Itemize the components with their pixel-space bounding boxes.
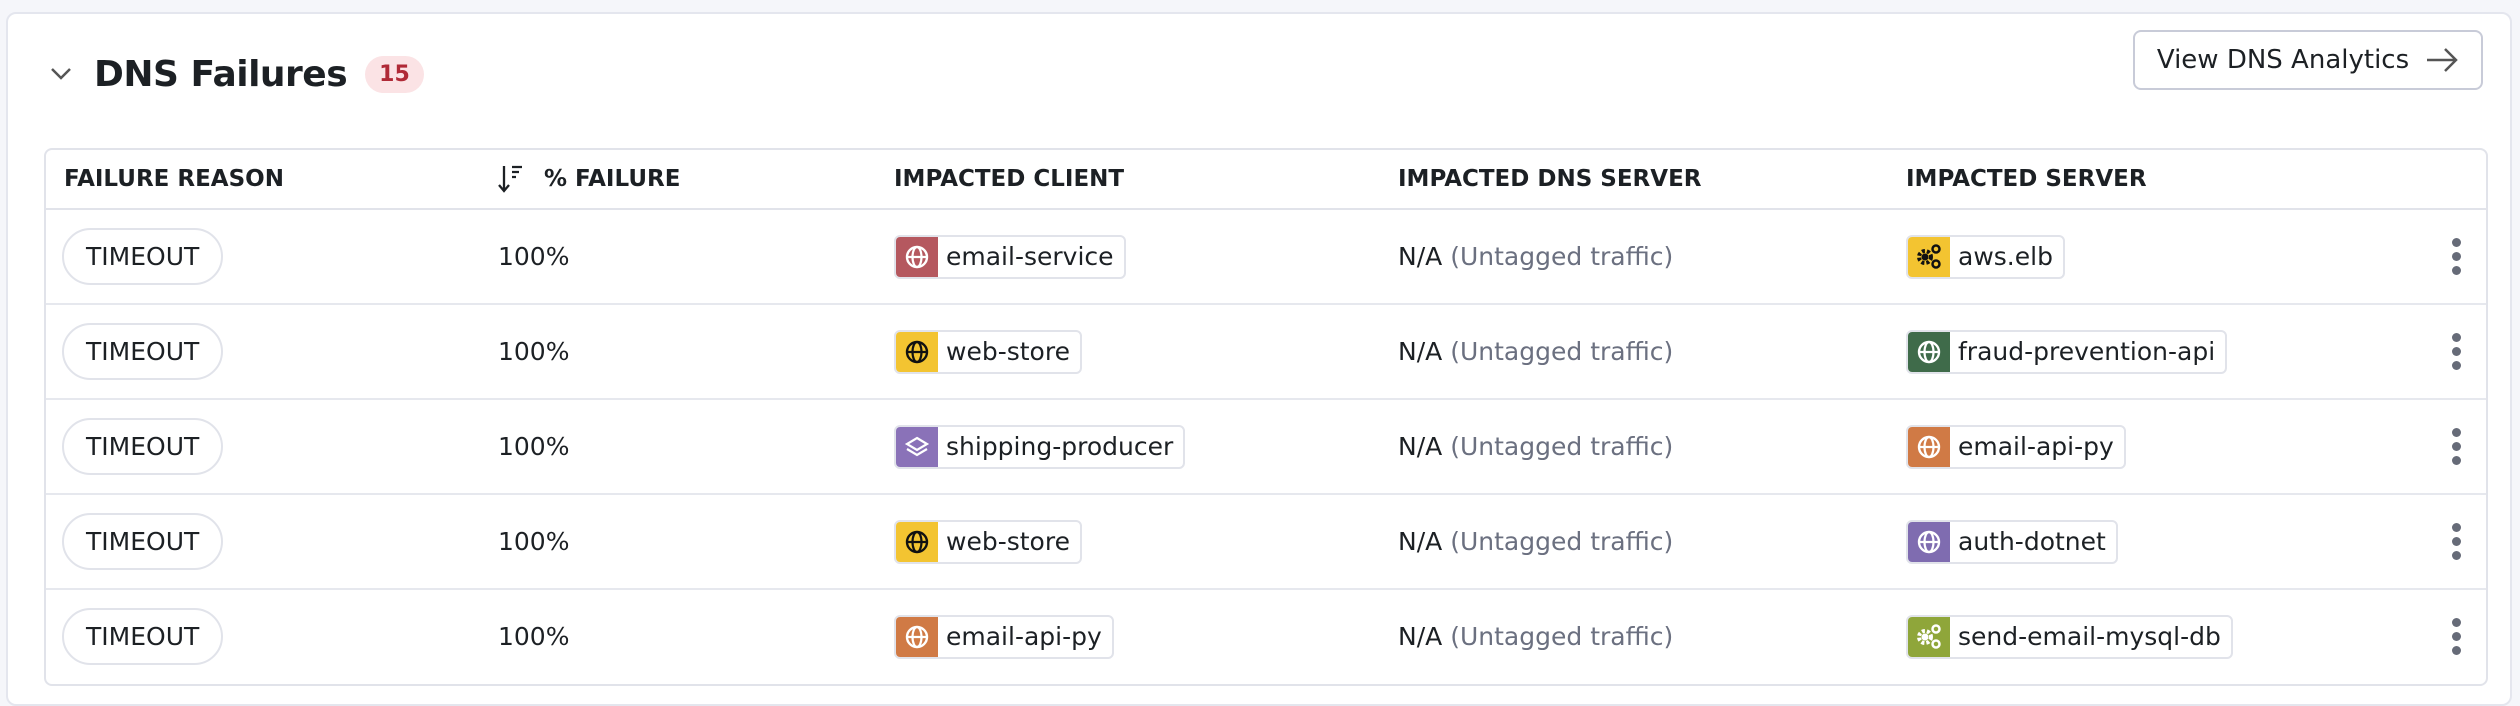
percent-failure: 100% [498,622,570,651]
dns-server: N/A(Untagged traffic) [1398,210,1673,303]
percent-failure: 100% [498,527,570,556]
client-name: shipping-producer [946,432,1174,461]
failure-reason-pill[interactable]: TIMEOUT [62,513,224,570]
column-percent-failure[interactable]: % FAILURE [498,150,680,208]
more-options-icon[interactable] [2446,428,2466,465]
client-name: email-api-py [946,622,1102,651]
client-tag[interactable]: email-service [894,234,1126,279]
dns-failures-table: FAILURE REASON % FAILURE IMPACTED CLIENT… [44,148,2488,686]
dns-note: (Untagged traffic) [1450,242,1674,271]
client-name: web-store [946,337,1070,366]
count-badge: 15 [365,55,424,93]
more-options-icon[interactable] [2446,333,2466,370]
table-header: FAILURE REASON % FAILURE IMPACTED CLIENT… [46,150,2486,210]
dns-note: (Untagged traffic) [1450,527,1674,556]
column-impacted-dns-server[interactable]: IMPACTED DNS SERVER [1398,166,1702,192]
client-name: web-store [946,527,1070,556]
dns-server: N/A(Untagged traffic) [1398,305,1673,398]
chevron-down-icon[interactable] [48,61,74,87]
more-options-icon[interactable] [2446,238,2466,275]
table-row: TIMEOUT 100% shipping-producer N/A(Untag… [46,400,2486,495]
failure-reason-pill[interactable]: TIMEOUT [62,418,224,475]
globe-icon [896,236,938,277]
dns-server: N/A(Untagged traffic) [1398,400,1673,493]
dns-note: (Untagged traffic) [1450,432,1674,461]
dns-failures-card: DNS Failures 15 View DNS Analytics FAILU… [6,12,2512,706]
globe-icon [1908,331,1950,372]
dns-note: (Untagged traffic) [1450,337,1674,366]
server-name: auth-dotnet [1958,527,2106,556]
failure-reason-pill[interactable]: TIMEOUT [62,228,224,285]
dns-value: N/A [1398,337,1443,366]
arrow-right-icon [2427,48,2458,72]
client-tag[interactable]: email-api-py [894,614,1114,659]
server-tag[interactable]: send-email-mysql-db [1906,614,2233,659]
percent-failure: 100% [498,432,570,461]
view-dns-analytics-button[interactable]: View DNS Analytics [2133,30,2483,90]
more-options-icon[interactable] [2446,618,2466,655]
globe-icon [1908,426,1950,467]
server-name: fraud-prevention-api [1958,337,2216,366]
column-label: % FAILURE [544,166,681,192]
globe-icon [896,521,938,562]
gears-icon [1908,616,1950,657]
failure-reason-pill[interactable]: TIMEOUT [62,323,224,380]
globe-icon [1908,521,1950,562]
dns-value: N/A [1398,527,1443,556]
client-name: email-service [946,242,1114,271]
percent-failure: 100% [498,337,570,366]
layers-icon [896,426,938,467]
table-row: TIMEOUT 100% email-api-py N/A(Untagged t… [46,590,2486,683]
table-row: TIMEOUT 100% email-service N/A(Untagged … [46,210,2486,305]
section-header: DNS Failures 15 [48,44,424,104]
more-options-icon[interactable] [2446,523,2466,560]
column-impacted-server[interactable]: IMPACTED SERVER [1906,166,2147,192]
dns-server: N/A(Untagged traffic) [1398,495,1673,588]
dns-value: N/A [1398,242,1443,271]
server-name: aws.elb [1958,242,2053,271]
server-tag[interactable]: auth-dotnet [1906,519,2118,564]
globe-icon [896,616,938,657]
column-impacted-client[interactable]: IMPACTED CLIENT [894,166,1125,192]
percent-failure: 100% [498,242,570,271]
server-tag[interactable]: email-api-py [1906,424,2126,469]
column-failure-reason[interactable]: FAILURE REASON [64,166,284,192]
failure-reason-pill[interactable]: TIMEOUT [62,608,224,665]
gears-icon [1908,236,1950,277]
sort-descending-icon [498,165,522,193]
globe-icon [896,331,938,372]
client-tag[interactable]: shipping-producer [894,424,1186,469]
server-name: send-email-mysql-db [1958,622,2221,651]
dns-server: N/A(Untagged traffic) [1398,590,1673,683]
dns-value: N/A [1398,622,1443,651]
dns-note: (Untagged traffic) [1450,622,1674,651]
button-label: View DNS Analytics [2156,45,2410,75]
server-tag[interactable]: fraud-prevention-api [1906,329,2228,374]
client-tag[interactable]: web-store [894,519,1082,564]
table-row: TIMEOUT 100% web-store N/A(Untagged traf… [46,305,2486,400]
dns-value: N/A [1398,432,1443,461]
server-tag[interactable]: aws.elb [1906,234,2065,279]
table-row: TIMEOUT 100% web-store N/A(Untagged traf… [46,495,2486,590]
section-title: DNS Failures [94,53,348,95]
client-tag[interactable]: web-store [894,329,1082,374]
server-name: email-api-py [1958,432,2114,461]
